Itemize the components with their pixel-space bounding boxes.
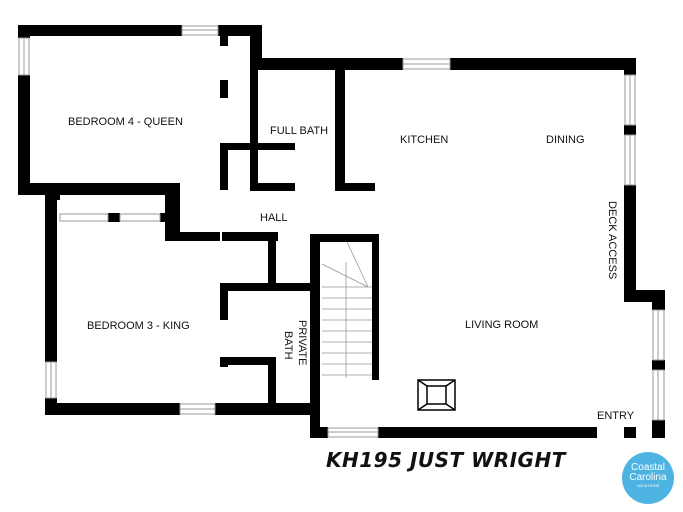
room-label-hall: HALL [260, 212, 288, 224]
logo-line3: VACATIONS [636, 483, 660, 488]
property-title: KH195 JUST WRIGHT [326, 448, 566, 472]
room-label-bedroom4: BEDROOM 4 - QUEEN [68, 116, 183, 128]
room-label-living-room: LIVING ROOM [465, 319, 538, 331]
staircase [321, 241, 372, 378]
room-label-private: PRIVATE [296, 320, 308, 365]
logo-line1: Coastal [631, 462, 665, 473]
room-label-bath: BATH [282, 331, 294, 360]
walls [18, 25, 665, 438]
room-label-entry: ENTRY [597, 410, 635, 422]
windows [18, 25, 665, 438]
room-label-deck-access: DECK ACCESS [606, 201, 618, 279]
coastal-carolina-logo: Coastal Carolina VACATIONS [622, 452, 674, 504]
room-label-bedroom3: BEDROOM 3 - KING [87, 320, 190, 332]
logo-line2: Carolina [629, 472, 667, 483]
fireplace [417, 379, 456, 411]
room-label-kitchen: KITCHEN [400, 134, 448, 146]
room-label-dining: DINING [546, 134, 585, 146]
room-label-full-bath: FULL BATH [270, 125, 328, 137]
